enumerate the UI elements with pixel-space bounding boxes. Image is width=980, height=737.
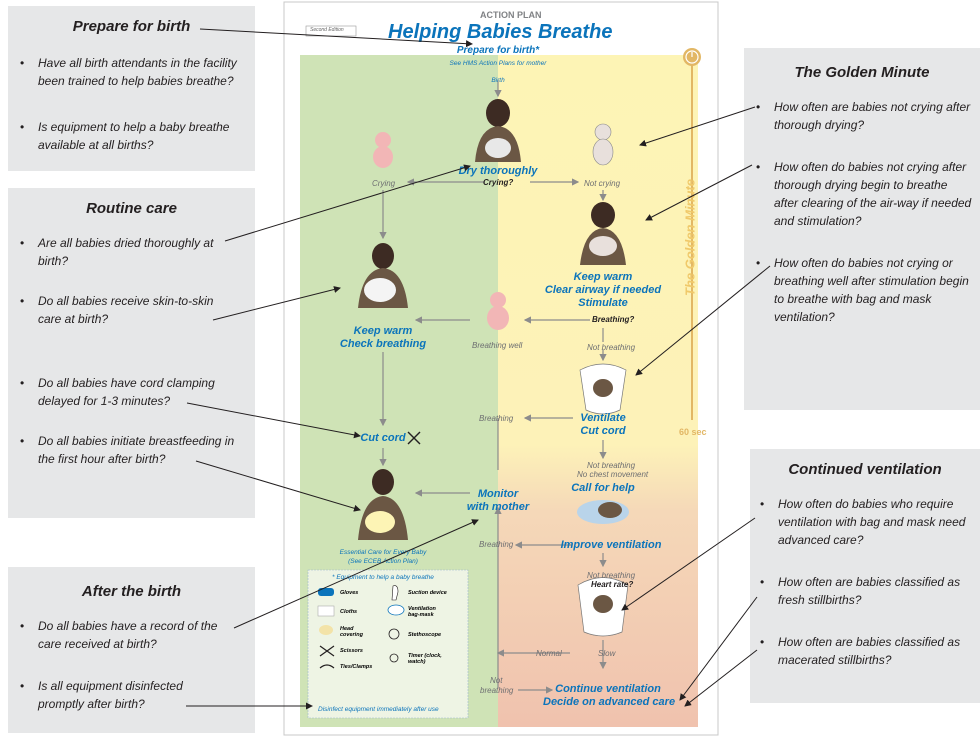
equip-cloths: Cloths (340, 609, 358, 615)
question: How often are babies classified as fresh… (760, 573, 978, 609)
decide-advanced-care-step: Decide on advanced care (543, 696, 676, 708)
eceb-label-1: Essential Care for Every Baby (339, 549, 427, 556)
birth-label: Birth (491, 77, 505, 84)
question: Are all babies dried thoroughly at birth… (20, 234, 228, 270)
breathing-label-1: Breathing (479, 414, 514, 423)
keep-warm-right-1: Keep warm (573, 271, 633, 283)
not-breathing-label-4b: breathing (480, 686, 514, 695)
slow-label: Slow (598, 649, 616, 658)
question: Is all equipment disinfected promptly af… (20, 677, 198, 713)
baby-breathing-well-illustration (487, 292, 509, 330)
prepare-for-birth-step: Prepare for birth* (456, 45, 540, 56)
mother-keep-warm-illustration (358, 243, 408, 308)
question: Do all babies have cord clamping delayed… (20, 374, 248, 410)
equipment-title: * Equipment to help a baby breathe (332, 574, 434, 581)
improve-ventilation-step: Improve ventilation (560, 539, 662, 551)
crying-question: Crying? (483, 178, 514, 187)
cut-cord-step: Cut cord (360, 432, 406, 444)
panel-prepare-for-birth: Prepare for birth Have all birth attenda… (8, 6, 255, 171)
breathing-label-2: Breathing (479, 540, 514, 549)
question: Do all babies receive skin-to-skin care … (20, 292, 218, 328)
panel-after-the-birth: After the birth Do all babies have a rec… (8, 567, 255, 733)
keep-warm-right-3: Stimulate (578, 297, 628, 309)
cut-cord-scissors-icon (407, 431, 421, 445)
normal-label: Normal (536, 649, 562, 658)
equip-gloves: Gloves (340, 590, 359, 596)
question: Do all babies have a record of the care … (20, 617, 243, 653)
equip-timer: Timer (clock, watch) (408, 653, 442, 665)
baby-not-crying-illustration (592, 123, 614, 166)
heart-rate-illustration (577, 577, 629, 637)
flow-arrows (379, 80, 607, 694)
stimulate-illustration (580, 202, 626, 265)
ventilate-step: Ventilate (580, 412, 626, 424)
equip-head-covering: Head covering (340, 626, 363, 638)
equip-scissors: Scissors (340, 648, 363, 654)
not-crying-label: Not crying (584, 179, 621, 188)
heart-rate-question: Heart rate? (591, 580, 634, 589)
question: Do all babies initiate breastfeeding in … (20, 432, 248, 468)
question: How often are babies not crying after th… (756, 98, 974, 134)
panel-golden-minute: The Golden Minute How often are babies n… (744, 48, 980, 410)
baby-crying-illustration (373, 132, 393, 168)
golden-minute-vertical: The Golden Minute (682, 179, 698, 296)
keep-warm-right-2: Clear airway if needed (544, 284, 662, 296)
continue-ventilation-step: Continue ventilation (555, 683, 661, 695)
ventilate-illustration (579, 363, 627, 415)
question: Have all birth attendants in the facilit… (20, 54, 243, 90)
breathing-well-label: Breathing well (472, 341, 523, 350)
equip-ties-clamps: Ties/Clamps (340, 664, 373, 670)
question: Is equipment to help a baby breathe avai… (20, 118, 243, 154)
not-breathing-label-3: Not breathing (587, 571, 636, 580)
question: How often do babies who require ventilat… (760, 495, 978, 549)
equip-stethoscope: Stethoscope (408, 632, 442, 638)
not-breathing-label-2: Not breathing (587, 461, 636, 470)
panel-title: Routine care (86, 200, 177, 217)
panel-continued-ventilation: Continued ventilation How often do babie… (750, 449, 980, 703)
plan-title: Helping Babies Breathe (388, 21, 613, 43)
equip-bag-mask: Ventilation bag-mask (408, 606, 436, 618)
panel-routine-care: Routine care Are all babies dried thorou… (8, 188, 255, 518)
disinfect-note: Disinfect equipment immediately after us… (318, 706, 439, 713)
monitor-step-1: Monitor (477, 488, 519, 500)
dry-thoroughly-step: Dry thoroughly (458, 165, 538, 177)
breathing-question: Breathing? (592, 315, 635, 324)
action-plan-kicker: ACTION PLAN (480, 10, 542, 20)
keep-warm-left-2: Check breathing (339, 338, 427, 350)
prepare-sub: See HMS Action Plans for mother (449, 60, 547, 67)
panel-title: Prepare for birth (72, 18, 191, 35)
not-breathing-label-4a: Not (490, 676, 503, 685)
edition-label: Second Edition (310, 27, 344, 33)
action-plan-diagram: ACTION PLAN Second Edition Helping Babie… (280, 0, 720, 737)
call-for-help-illustration (577, 500, 629, 524)
sixty-seconds-label: 60 sec (679, 427, 707, 437)
panel-title: The Golden Minute (794, 64, 930, 81)
question: How often are babies classified as macer… (760, 633, 978, 669)
ventilate-cut-cord: Cut cord (580, 425, 626, 437)
keep-warm-left-1: Keep warm (353, 325, 413, 337)
panel-title: After the birth (81, 583, 182, 600)
no-chest-movement-label: No chest movement (577, 470, 649, 479)
question: How often do babies not crying or breath… (756, 254, 974, 326)
eceb-label-2: (See ECEB Action Plan) (348, 558, 418, 565)
call-for-help-step: Call for help (571, 482, 635, 494)
equip-suction: Suction device (408, 590, 447, 596)
not-breathing-label-1: Not breathing (587, 343, 636, 352)
panel-title: Continued ventilation (788, 461, 942, 478)
crying-label: Crying (372, 179, 396, 188)
question: How often do babies not crying after tho… (756, 158, 974, 230)
monitor-step-2: with mother (466, 501, 530, 513)
mother-baby-illustration (475, 99, 521, 162)
